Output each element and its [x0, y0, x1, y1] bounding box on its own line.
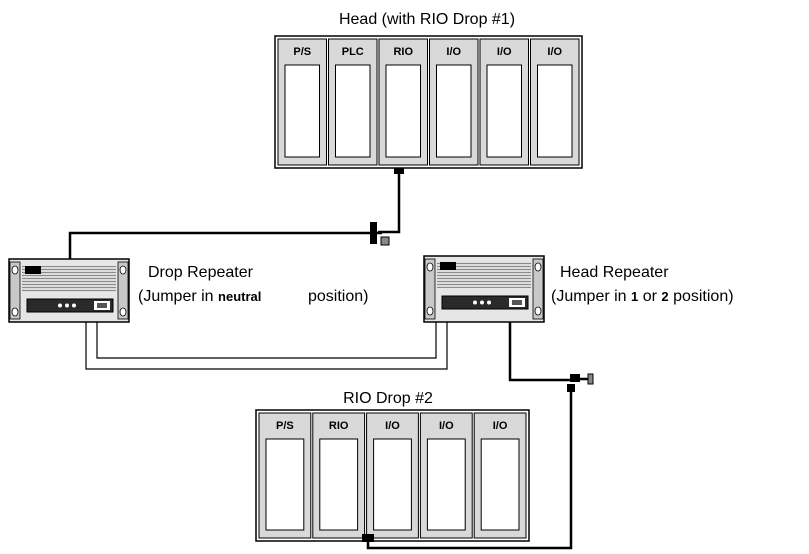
- t-connector-drop: [570, 374, 580, 382]
- drop2-rack-slot-label: I/O: [439, 420, 454, 432]
- drop2-rack-slot-label: RIO: [329, 420, 349, 432]
- head-repeater-jumper-note: (Jumper in 1 or 2 position): [551, 288, 734, 305]
- head-rack-title: Head (with RIO Drop #1): [339, 11, 515, 28]
- drop2-rack-slot: RIO: [312, 412, 366, 539]
- head-rack-slot: I/O: [429, 38, 479, 166]
- head-rack-slot: RIO: [378, 38, 428, 166]
- drop-repeater-device: [8, 258, 130, 323]
- head-repeater-label: Head Repeater: [560, 264, 669, 281]
- head-rack: Head (with RIO Drop #1) P/S PLC RIO I/O I/O I…: [274, 11, 583, 169]
- head-rack-slot: PLC: [328, 38, 378, 166]
- drop2-rack-slot: I/O: [419, 412, 473, 539]
- drop2-rack-slot-label: I/O: [493, 420, 508, 432]
- drop2-rack-slot-label: I/O: [385, 420, 400, 432]
- drop2-rack-slot-label: P/S: [276, 420, 294, 432]
- drop2-rack-slot: I/O: [473, 412, 527, 539]
- drop2-rack-slot: P/S: [258, 412, 312, 539]
- t-connector-head: [370, 222, 377, 244]
- drop2-rack: RIO Drop #2 P/S RIO I/O I/O I/O: [255, 390, 530, 542]
- drop-repeater-label: Drop Repeater: [148, 264, 254, 281]
- head-repeater-device: [423, 255, 545, 323]
- cables: [68, 168, 594, 550]
- head-rack-slot: I/O: [479, 38, 529, 166]
- head-rack-slot-label: RIO: [393, 46, 413, 58]
- head-rack-slot-label: P/S: [293, 46, 311, 58]
- head-rack-slot: I/O: [530, 38, 580, 166]
- head-rack-slot-label: I/O: [547, 46, 562, 58]
- head-rack-slot: P/S: [277, 38, 327, 166]
- drop2-rack-title: RIO Drop #2: [343, 390, 433, 407]
- head-rack-slot-label: PLC: [342, 46, 364, 58]
- head-rack-slot-label: I/O: [497, 46, 512, 58]
- head-rack-slot-label: I/O: [446, 46, 461, 58]
- drop2-rack-slot: I/O: [366, 412, 419, 539]
